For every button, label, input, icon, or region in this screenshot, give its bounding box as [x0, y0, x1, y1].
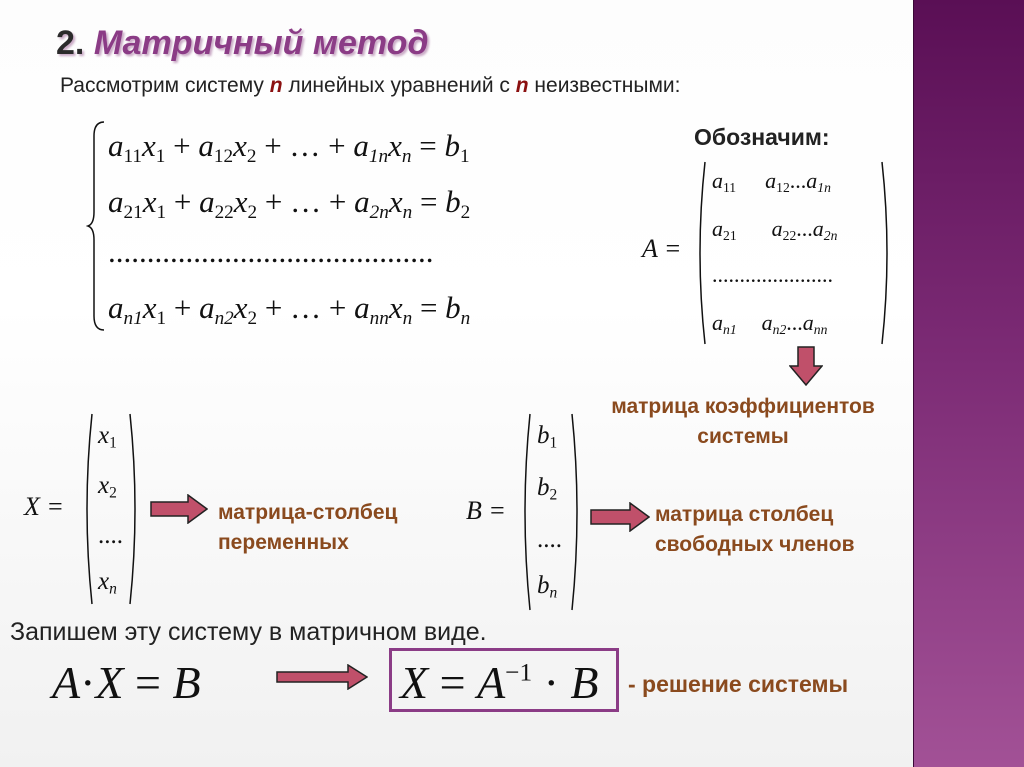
solution-label: - решение системы: [628, 671, 849, 697]
label-coeff-line2: системы: [697, 425, 789, 448]
matrix-x-entry-n: xn: [98, 568, 117, 598]
equation-row-1: a11x1 + a12x2 + … + a1nxn = b1: [108, 128, 470, 167]
slide-title: 2. Матричный метод: [56, 24, 428, 63]
system-brace: [86, 121, 105, 331]
matrix-b-entry-n: bn: [537, 572, 558, 602]
intro-part2: линейных уравнений с: [288, 74, 510, 97]
matrix-x-entry-2: x2: [98, 472, 117, 502]
matrix-a-left-paren: [699, 161, 706, 345]
equation-row-dots: ........................................…: [108, 234, 434, 269]
arrow-right-icon: [590, 502, 650, 532]
intro-n1: n: [269, 74, 283, 97]
matrix-a-row-2: a21 a22...a2n: [712, 216, 838, 244]
intro-part1: Рассмотрим систему: [60, 74, 264, 97]
label-vars-line2: переменных: [218, 531, 349, 554]
matrix-x-entry-dots: ....: [98, 522, 123, 549]
equation-axb: A·X = B: [52, 657, 201, 708]
notation-heading: Обозначим:: [694, 124, 830, 150]
equation-row-n: an1x1 + an2x2 + … + annxn = bn: [108, 290, 471, 329]
label-variables-column: матрица-столбец переменных: [218, 498, 397, 558]
intro-n2: n: [515, 74, 529, 97]
equation-solution: X = A−1 · B: [400, 657, 599, 708]
arrow-down-icon: [789, 346, 823, 386]
matrix-x-right-paren: [129, 413, 136, 605]
matrix-b-left-paren: [524, 413, 531, 611]
label-free-line1: матрица столбец: [655, 503, 834, 526]
label-vars-line1: матрица-столбец: [218, 501, 398, 524]
matrix-b-entry-1: b1: [537, 422, 558, 452]
matrix-a-row-n: an1 an2...ann: [712, 310, 828, 338]
label-coeff-line1: матрица коэффициентов: [611, 395, 875, 418]
decorative-side-bar: [914, 0, 1024, 767]
matrix-a-right-paren: [881, 161, 888, 345]
matrix-b-entry-2: b2: [537, 474, 558, 504]
label-coefficient-matrix: матрица коэффициентов системы: [568, 392, 918, 452]
matrix-x-entry-1: x1: [98, 422, 117, 452]
label-free-terms-column: матрица столбец свободных членов: [655, 500, 854, 560]
matrix-b-symbol: B =: [466, 496, 506, 525]
matrix-b-right-paren: [571, 413, 578, 611]
matrix-form-caption: Запишем эту систему в матричном виде.: [10, 618, 487, 646]
intro-text: Рассмотрим систему n линейных уравнений …: [60, 74, 680, 98]
label-free-line2: свободных членов: [655, 533, 855, 556]
matrix-a-row-dots: ......................: [712, 262, 833, 287]
intro-part3: неизвестными:: [534, 74, 681, 97]
solution-box: [389, 648, 619, 712]
arrow-right-icon: [150, 494, 208, 524]
arrow-right-icon: [276, 664, 368, 690]
matrix-a-symbol: A =: [642, 234, 682, 263]
matrix-x-symbol: X =: [24, 492, 64, 521]
matrix-b-entry-dots: ....: [537, 526, 562, 553]
matrix-x-left-paren: [86, 413, 93, 605]
matrix-a-row-1: a11 a12...a1n: [712, 168, 831, 196]
title-number: 2.: [56, 24, 85, 62]
equation-row-2: a21x1 + a22x2 + … + a2nxn = b2: [108, 184, 471, 223]
title-text: Матричный метод: [93, 24, 429, 62]
